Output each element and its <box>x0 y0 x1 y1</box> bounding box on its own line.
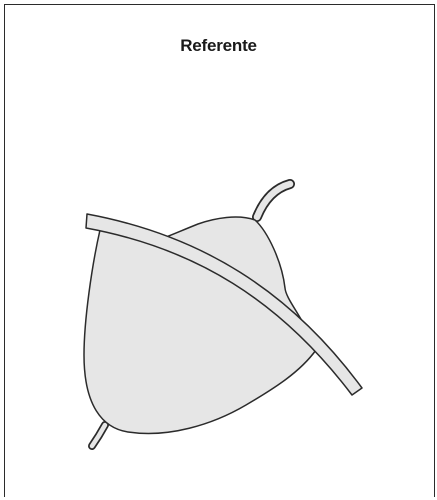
referente-drawing <box>0 0 437 500</box>
